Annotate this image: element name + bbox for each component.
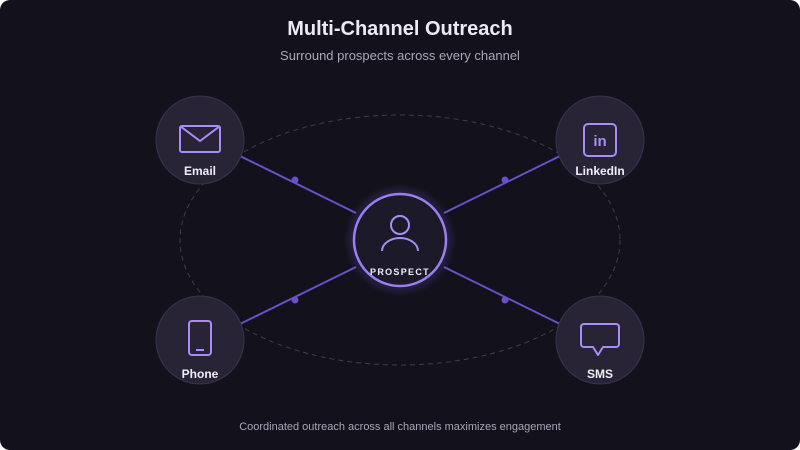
connector-dot	[291, 296, 299, 304]
diagram-footer: Coordinated outreach across all channels…	[239, 421, 561, 433]
orbit-ellipse	[179, 114, 621, 366]
prospect-node: PROSPECT	[344, 184, 456, 296]
envelope-icon	[179, 125, 221, 153]
linkedin-icon: in	[583, 123, 617, 157]
diagram-subtitle: Surround prospects across every channel	[280, 48, 520, 63]
channel-label-sms: SMS	[587, 367, 613, 381]
channel-node-linkedin: in LinkedIn	[555, 95, 645, 185]
connector-dots	[291, 176, 509, 304]
channel-label-phone: Phone	[182, 367, 219, 381]
svg-text:in: in	[593, 133, 606, 150]
channel-node-sms: SMS	[555, 295, 645, 385]
connector-dot	[501, 176, 509, 184]
channel-label-linkedin: LinkedIn	[575, 164, 624, 178]
channel-node-email: Email	[155, 95, 245, 185]
chat-bubble-icon	[580, 323, 620, 356]
person-icon	[381, 215, 419, 252]
connector-email	[239, 155, 357, 214]
connector-sms	[443, 266, 561, 325]
diagram-title: Multi-Channel Outreach	[287, 18, 513, 40]
connector-dot	[291, 176, 299, 184]
channel-label-email: Email	[184, 164, 216, 178]
connector-dot	[501, 296, 509, 304]
prospect-label: PROSPECT	[370, 267, 430, 277]
phone-icon	[188, 320, 212, 356]
connectors	[239, 155, 561, 325]
connector-phone	[239, 266, 357, 325]
channel-node-phone: Phone	[155, 295, 245, 385]
connector-linkedin	[443, 155, 561, 214]
